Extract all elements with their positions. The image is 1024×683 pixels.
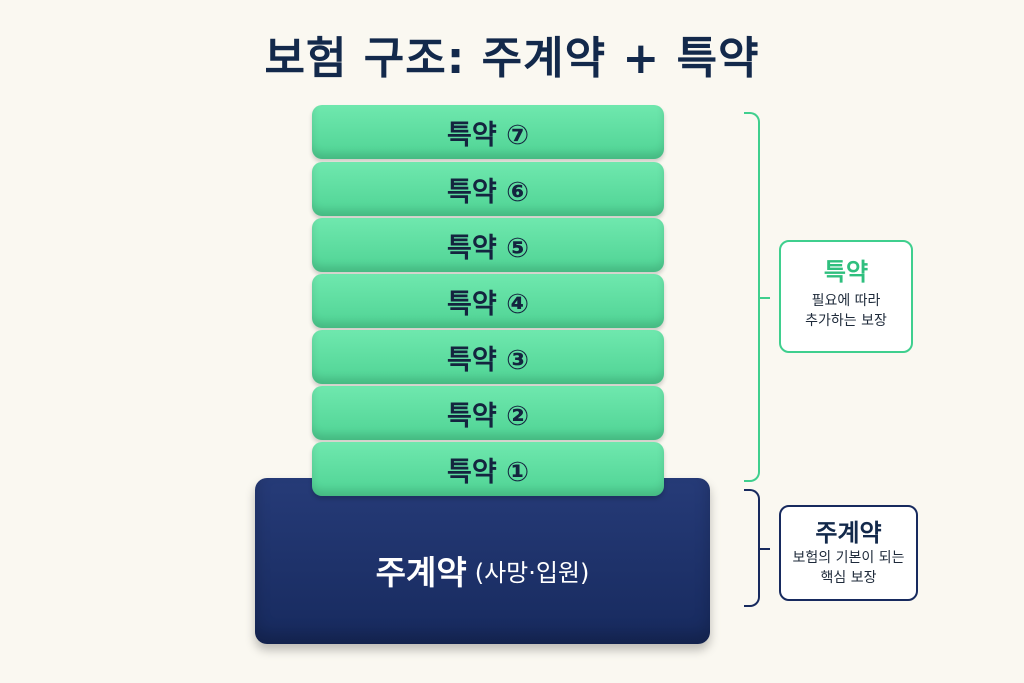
main-callout-line1: 보험의 기본이 되는 xyxy=(792,550,905,566)
main-contract-sub: (사망·입원) xyxy=(474,558,590,587)
main-contract-block: 주계약 (사망·입원) xyxy=(255,478,710,644)
main-contract-label: 주계약 xyxy=(375,553,467,592)
rider-block: 특약 ④ xyxy=(312,274,664,328)
rider-block: 특약 ⑤ xyxy=(312,218,664,272)
rider-block: 특약 ① xyxy=(312,442,664,496)
rider-callout-line1: 필요에 따라 xyxy=(811,293,881,309)
rider-block: 특약 ⑥ xyxy=(312,162,664,216)
rider-block: 특약 ② xyxy=(312,386,664,440)
rider-block: 특약 ⑦ xyxy=(312,105,664,159)
main-callout-line2: 핵심 보장 xyxy=(820,570,877,586)
rider-callout-line2: 추가하는 보장 xyxy=(805,313,887,329)
rider-block: 특약 ③ xyxy=(312,330,664,384)
rider-bracket xyxy=(744,112,770,482)
main-callout-title: 주계약 xyxy=(815,519,882,547)
page-title: 보험 구조: 주계약 + 특약 xyxy=(264,33,760,84)
main-bracket xyxy=(744,489,770,607)
rider-callout-title: 특약 xyxy=(823,258,869,286)
